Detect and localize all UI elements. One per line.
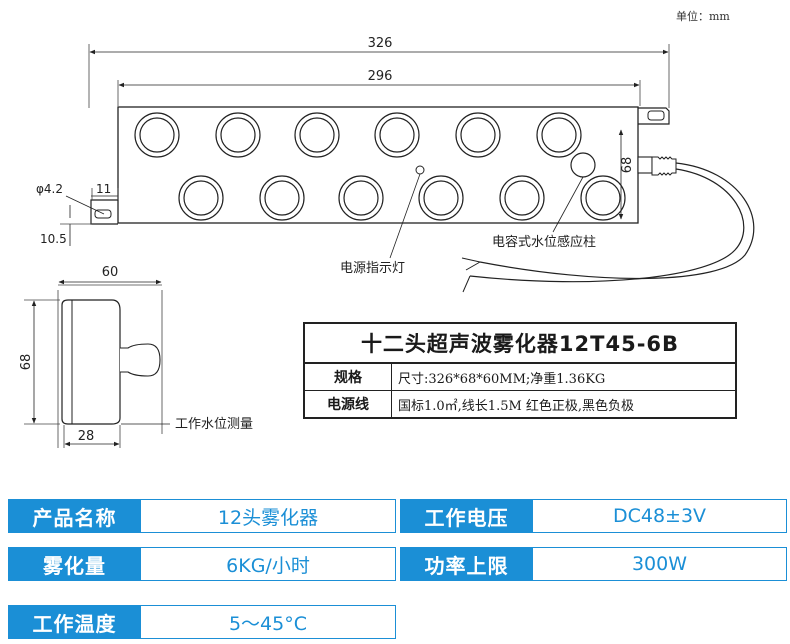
param-product-name: 产品名称 12头雾化器 bbox=[8, 499, 396, 533]
param-value: 12头雾化器 bbox=[141, 499, 396, 533]
param-label: 雾化量 bbox=[8, 547, 141, 581]
indicator-light-icon bbox=[415, 165, 425, 175]
power-cable bbox=[461, 156, 755, 293]
atomizer-heads bbox=[134, 112, 626, 221]
overall-length-dimension: 326 bbox=[88, 36, 670, 108]
param-value: 6KG/小时 bbox=[141, 547, 396, 581]
param-temperature: 工作温度 5～45°C bbox=[8, 605, 396, 639]
hole-span-dimension: 296 bbox=[117, 69, 641, 106]
side-height-label: 68 bbox=[19, 354, 34, 371]
spec-row: 电源线 国标1.0㎡,线长1.5M 红色正极,黑色负极 bbox=[305, 390, 735, 417]
side-width-label: 60 bbox=[102, 265, 119, 280]
spec-table: 十二头超声波雾化器12T45-6B 规格 尺寸:326*68*60MM;净重1.… bbox=[303, 322, 737, 419]
param-label: 工作电压 bbox=[400, 499, 533, 533]
spec-value: 尺寸:326*68*60MM;净重1.36KG bbox=[398, 371, 606, 387]
side-bottom-label: 28 bbox=[78, 429, 95, 444]
mount-height-label: 10.5 bbox=[40, 232, 67, 246]
overall-length-label: 326 bbox=[368, 36, 393, 51]
water-level-callout: 工作水位测量 bbox=[175, 417, 253, 432]
spec-row: 规格 尺寸:326*68*60MM;净重1.36KG bbox=[305, 364, 735, 390]
side-view: 60 68 28 工作水位测量 bbox=[19, 265, 253, 448]
hole-span-label: 296 bbox=[368, 69, 393, 84]
param-label: 产品名称 bbox=[8, 499, 141, 533]
mount-hole-dimensions: φ4.2 11 10.5 bbox=[36, 182, 119, 246]
height-dimension: 68 bbox=[618, 129, 635, 220]
height-label: 68 bbox=[620, 157, 635, 174]
atomizer-body bbox=[90, 106, 670, 225]
param-power: 功率上限 300W bbox=[400, 547, 787, 581]
mount-offset-label: 11 bbox=[96, 182, 111, 196]
indicator-light-callout: 电源指示灯 bbox=[340, 261, 405, 276]
spec-key: 电源线 bbox=[305, 391, 392, 417]
spec-key: 规格 bbox=[305, 364, 392, 390]
param-label: 工作温度 bbox=[8, 605, 141, 639]
param-voltage: 工作电压 DC48±3V bbox=[400, 499, 787, 533]
spec-table-title: 十二头超声波雾化器12T45-6B bbox=[305, 324, 735, 364]
param-value: 5～45°C bbox=[141, 605, 396, 639]
param-value: 300W bbox=[533, 547, 787, 581]
water-sensor-icon bbox=[570, 152, 596, 178]
unit-note: 单位：mm bbox=[676, 10, 730, 23]
param-output: 雾化量 6KG/小时 bbox=[8, 547, 396, 581]
param-value: DC48±3V bbox=[533, 499, 787, 533]
mount-hole-label: φ4.2 bbox=[36, 182, 63, 196]
indicator-leader-line bbox=[389, 173, 421, 259]
sensor-leader-line bbox=[552, 176, 584, 233]
param-label: 功率上限 bbox=[400, 547, 533, 581]
spec-value: 国标1.0㎡,线长1.5M 红色正极,黑色负极 bbox=[398, 398, 635, 414]
water-sensor-callout: 电容式水位感应柱 bbox=[492, 234, 596, 250]
